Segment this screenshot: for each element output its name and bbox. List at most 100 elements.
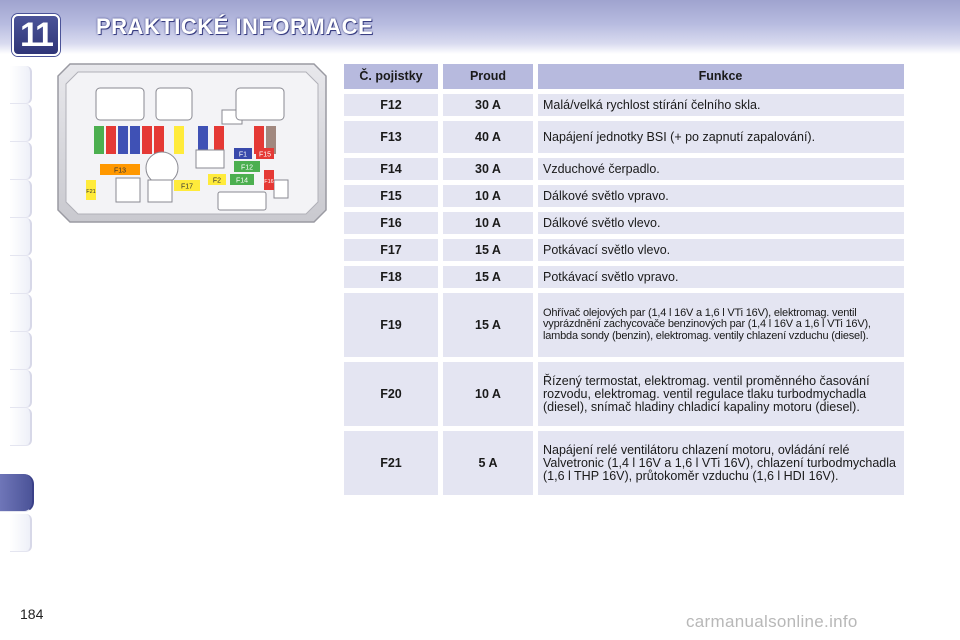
table-row: F19 15 A Ohřívač olejových par (1,4 l 16… xyxy=(344,293,904,357)
table-row: F18 15 A Potkávací světlo vpravo. xyxy=(344,266,904,288)
fuse-label: F1 xyxy=(239,152,247,159)
relay xyxy=(195,149,225,169)
fuse-f16 xyxy=(264,170,274,190)
table-row: F20 10 A Řízený termostat, elektromag. v… xyxy=(344,362,904,426)
table-row: F13 40 A Napájení jednotky BSI (+ po zap… xyxy=(344,121,904,153)
relay xyxy=(273,179,289,199)
fuse xyxy=(214,126,224,154)
chapter-badge: 11 xyxy=(12,14,60,56)
fuse-f15 xyxy=(256,148,274,159)
chapter-tab[interactable] xyxy=(10,142,32,180)
fuse xyxy=(106,126,116,154)
fuse-function: Řízený termostat, elektromag. ventil pro… xyxy=(538,362,904,426)
chapter-tab[interactable] xyxy=(10,332,32,370)
connector-circle xyxy=(145,151,179,185)
fuse-amperage: 40 A xyxy=(443,121,533,153)
fuse-number: F13 xyxy=(344,121,438,153)
page-number: 184 xyxy=(20,606,44,622)
fuse-amperage: 15 A xyxy=(443,293,533,357)
chapter-tab-active[interactable] xyxy=(0,474,34,512)
fuse-number: F21 xyxy=(344,431,438,495)
fuse-label: F15 xyxy=(259,152,271,159)
fuse-function: Vzduchové čerpadlo. xyxy=(538,158,904,180)
table-header-row: Č. pojistky Proud Funkce xyxy=(344,64,904,89)
fuse xyxy=(254,126,264,154)
fuse-function: Potkávací světlo vlevo. xyxy=(538,239,904,261)
fuse-label: F21 xyxy=(86,189,95,195)
chapter-tab[interactable] xyxy=(10,104,32,142)
relay xyxy=(95,87,145,121)
fuse-f1 xyxy=(234,148,252,159)
fuse-number: F14 xyxy=(344,158,438,180)
fuse-function: Napájení jednotky BSI (+ po zapnutí zapa… xyxy=(538,121,904,153)
fuse-function: Napájení relé ventilátoru chlazení motor… xyxy=(538,431,904,495)
fuse-f21 xyxy=(86,180,96,200)
fuse xyxy=(198,126,208,154)
table-row: F16 10 A Dálkové světlo vlevo. xyxy=(344,212,904,234)
page-title: PRAKTICKÉ INFORMACE xyxy=(96,14,374,39)
fuse-number: F19 xyxy=(344,293,438,357)
fuse-number: F20 xyxy=(344,362,438,426)
table-row: F15 10 A Dálkové světlo vpravo. xyxy=(344,185,904,207)
fuse-table: Č. pojistky Proud Funkce F12 30 A Malá/v… xyxy=(344,64,904,500)
fuse-number: F12 xyxy=(344,94,438,116)
fuse xyxy=(174,126,184,154)
fuse-amperage: 10 A xyxy=(443,212,533,234)
fuse-amperage: 15 A xyxy=(443,239,533,261)
table-row: F21 5 A Napájení relé ventilátoru chlaze… xyxy=(344,431,904,495)
fuse-amperage: 30 A xyxy=(443,158,533,180)
fuse xyxy=(118,126,128,154)
fuse-f14 xyxy=(230,174,254,185)
fuse-label: F17 xyxy=(181,184,193,191)
fuse-amperage: 10 A xyxy=(443,362,533,426)
chapter-tab[interactable] xyxy=(10,180,32,218)
chapter-tab[interactable] xyxy=(10,218,32,256)
fuse-function: Dálkové světlo vlevo. xyxy=(538,212,904,234)
watermark: carmanualsonline.info xyxy=(686,612,858,631)
table-row: F17 15 A Potkávací světlo vlevo. xyxy=(344,239,904,261)
column-header-fuse: Č. pojistky xyxy=(344,64,438,89)
fuse xyxy=(266,126,276,154)
chapter-tab[interactable] xyxy=(10,66,32,104)
fuse-function: Malá/velká rychlost stírání čelního skla… xyxy=(538,94,904,116)
fuse-label: F12 xyxy=(241,165,253,172)
fuse-label: F16 xyxy=(264,179,273,185)
table-row: F12 30 A Malá/velká rychlost stírání čel… xyxy=(344,94,904,116)
fuse-number: F18 xyxy=(344,266,438,288)
fuse xyxy=(94,126,104,154)
fuse-function: Ohřívač olejových par (1,4 l 16V a 1,6 l… xyxy=(538,293,904,357)
fuse-amperage: 30 A xyxy=(443,94,533,116)
fuse-number: F15 xyxy=(344,185,438,207)
table-row: F14 30 A Vzduchové čerpadlo. xyxy=(344,158,904,180)
relay xyxy=(155,87,193,121)
fuse-function: Dálkové světlo vpravo. xyxy=(538,185,904,207)
fuse-f13 xyxy=(100,164,140,175)
relay xyxy=(147,179,173,203)
fuse-f2 xyxy=(208,174,226,185)
fuse-box-illustration: F1 F12 F2 F14 F13 F17 F15 F16 F21 xyxy=(57,63,327,223)
fuse-label: F2 xyxy=(213,178,221,185)
fuse-amperage: 10 A xyxy=(443,185,533,207)
chapter-tab[interactable] xyxy=(10,370,32,408)
fuse-f17 xyxy=(174,180,200,191)
chapter-tab[interactable] xyxy=(10,256,32,294)
relay xyxy=(235,87,285,121)
chapter-tab[interactable] xyxy=(10,294,32,332)
fuse-box-diagram: F1 F12 F2 F14 F13 F17 F15 F16 F21 xyxy=(56,62,328,224)
relay xyxy=(217,191,267,211)
fuse-number: F17 xyxy=(344,239,438,261)
fuse-label: F14 xyxy=(236,178,248,185)
fuse-amperage: 5 A xyxy=(443,431,533,495)
fuse xyxy=(154,126,164,154)
column-header-function: Funkce xyxy=(538,64,904,89)
chapter-tab-strip xyxy=(0,66,34,576)
fuse-label: F13 xyxy=(114,168,126,175)
chapter-tab[interactable] xyxy=(10,514,32,552)
fuse xyxy=(142,126,152,154)
fuse-number: F16 xyxy=(344,212,438,234)
fuse-function: Potkávací světlo vpravo. xyxy=(538,266,904,288)
fuse-f12 xyxy=(234,161,260,172)
fuse-amperage: 15 A xyxy=(443,266,533,288)
chapter-tab[interactable] xyxy=(10,408,32,446)
fuse xyxy=(130,126,140,154)
